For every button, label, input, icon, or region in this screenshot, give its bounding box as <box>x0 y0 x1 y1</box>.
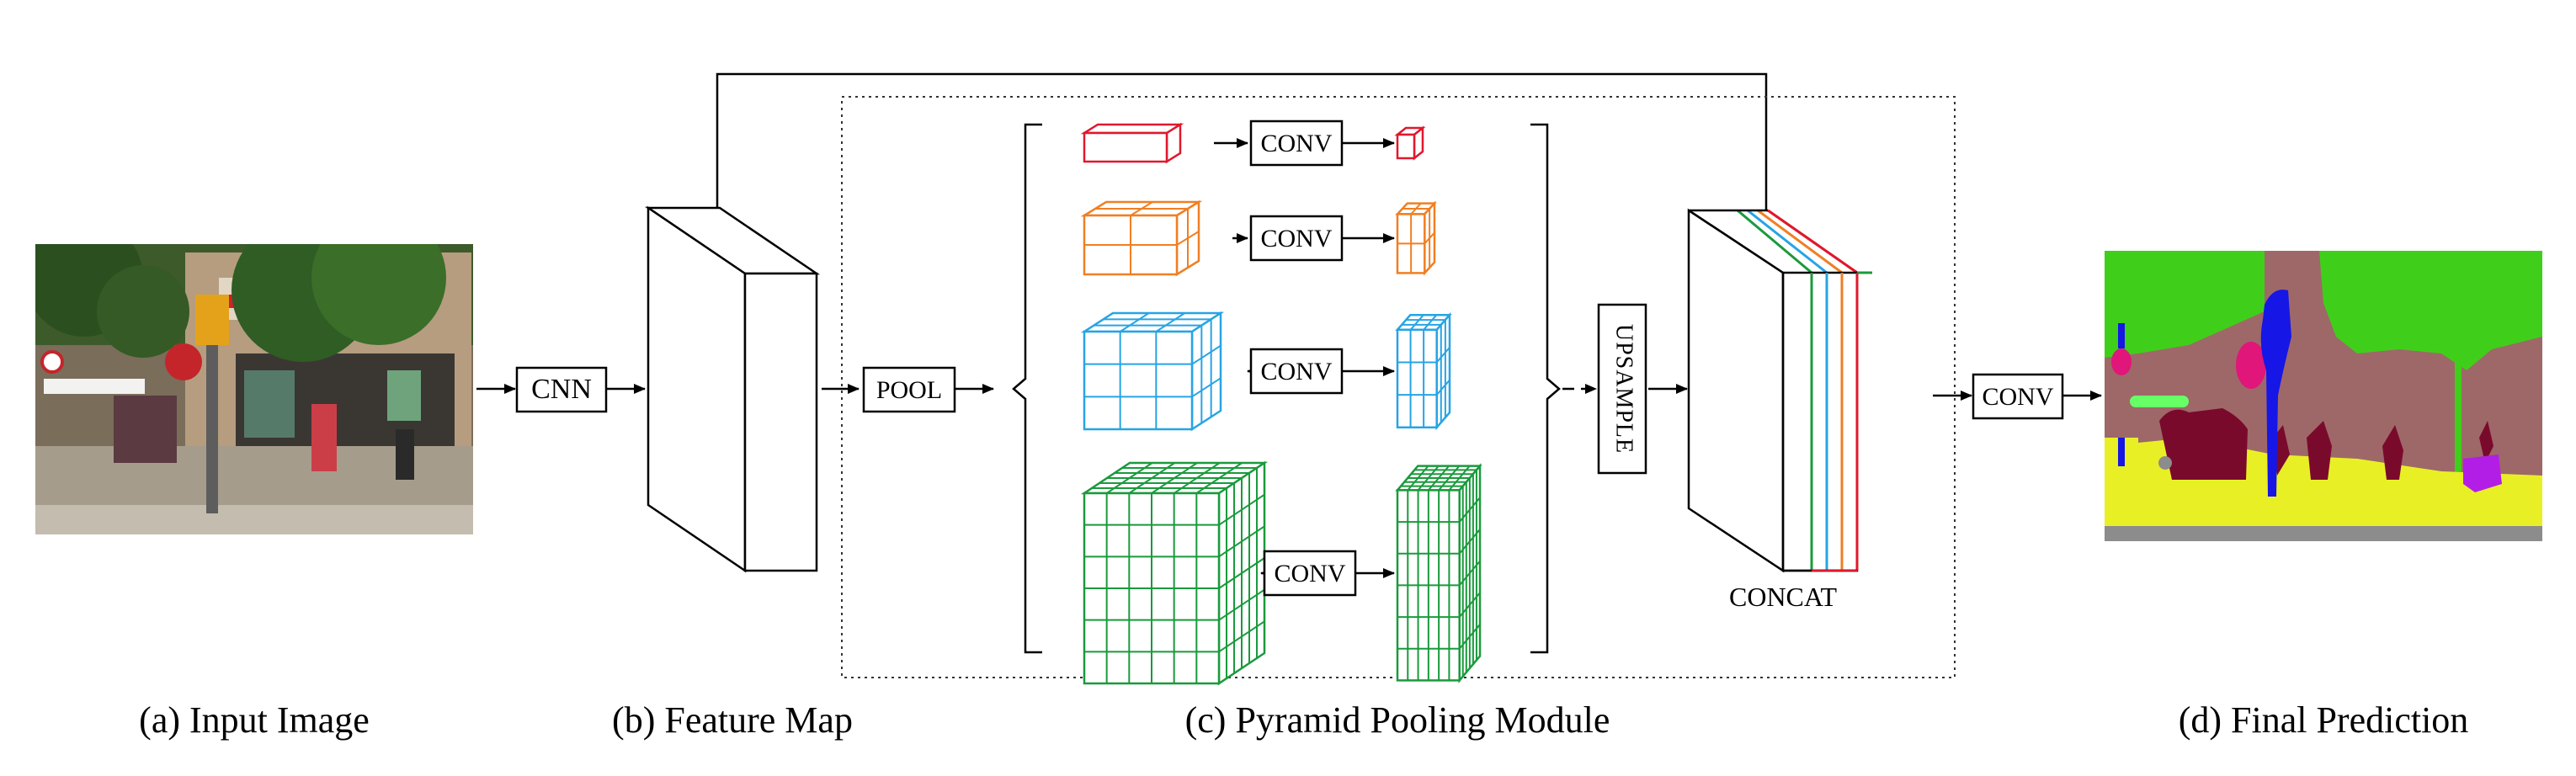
reduced-cube-level-6 <box>1395 463 1482 683</box>
cnn-box <box>515 366 608 413</box>
conv-box-level-6 <box>1263 550 1357 597</box>
pyramid-levels: CONV CONV CONV CONV <box>1080 120 1482 686</box>
pyramid-level-2: CONV <box>1080 199 1437 277</box>
caption-final-prediction: (d) Final Prediction <box>2179 699 2469 741</box>
input-image <box>35 244 473 534</box>
conv-label-level-3: CONV <box>1260 358 1332 385</box>
final-conv-label: CONV <box>1982 383 2053 411</box>
pooled-cube-level-2 <box>1080 199 1203 277</box>
caption-feature-map: (b) Feature Map <box>612 699 853 741</box>
conv-box-level-3 <box>1249 348 1344 395</box>
prediction-map <box>2105 251 2542 541</box>
reduced-cube-level-3 <box>1395 311 1452 431</box>
pool-label: POOL <box>876 376 942 404</box>
reduced-cube-level-2 <box>1395 200 1437 276</box>
right-bracket <box>1530 123 1561 654</box>
conv-box-level-1 <box>1249 120 1344 167</box>
pooled-cube-level-1 <box>1080 122 1184 164</box>
final-conv-box <box>1972 373 2064 420</box>
pyramid-level-3: CONV <box>1080 311 1452 432</box>
caption-input-image: (a) Input Image <box>139 699 370 741</box>
upsample-box <box>1597 303 1647 475</box>
pooled-cube-level-3 <box>1080 311 1225 432</box>
conv-label-level-1: CONV <box>1260 130 1332 157</box>
reduced-cube-level-1 <box>1394 125 1426 161</box>
skip-connection <box>716 72 1771 241</box>
conv-label-level-6: CONV <box>1274 560 1345 587</box>
left-bracket <box>1012 123 1042 654</box>
concat-label: CONCAT <box>1729 582 1837 612</box>
pyramid-level-1: CONV <box>1080 120 1426 167</box>
upsample-label: UPSAMPLE <box>1611 324 1637 454</box>
cnn-label: CNN <box>531 374 592 405</box>
caption-ppm: (c) Pyramid Pooling Module <box>1185 699 1610 741</box>
concat-block <box>1687 208 1872 573</box>
pooled-cube-level-6 <box>1080 460 1269 686</box>
feature-map-block <box>644 205 821 573</box>
conv-label-level-2: CONV <box>1260 225 1332 252</box>
pyramid-level-6: CONV <box>1080 460 1482 686</box>
